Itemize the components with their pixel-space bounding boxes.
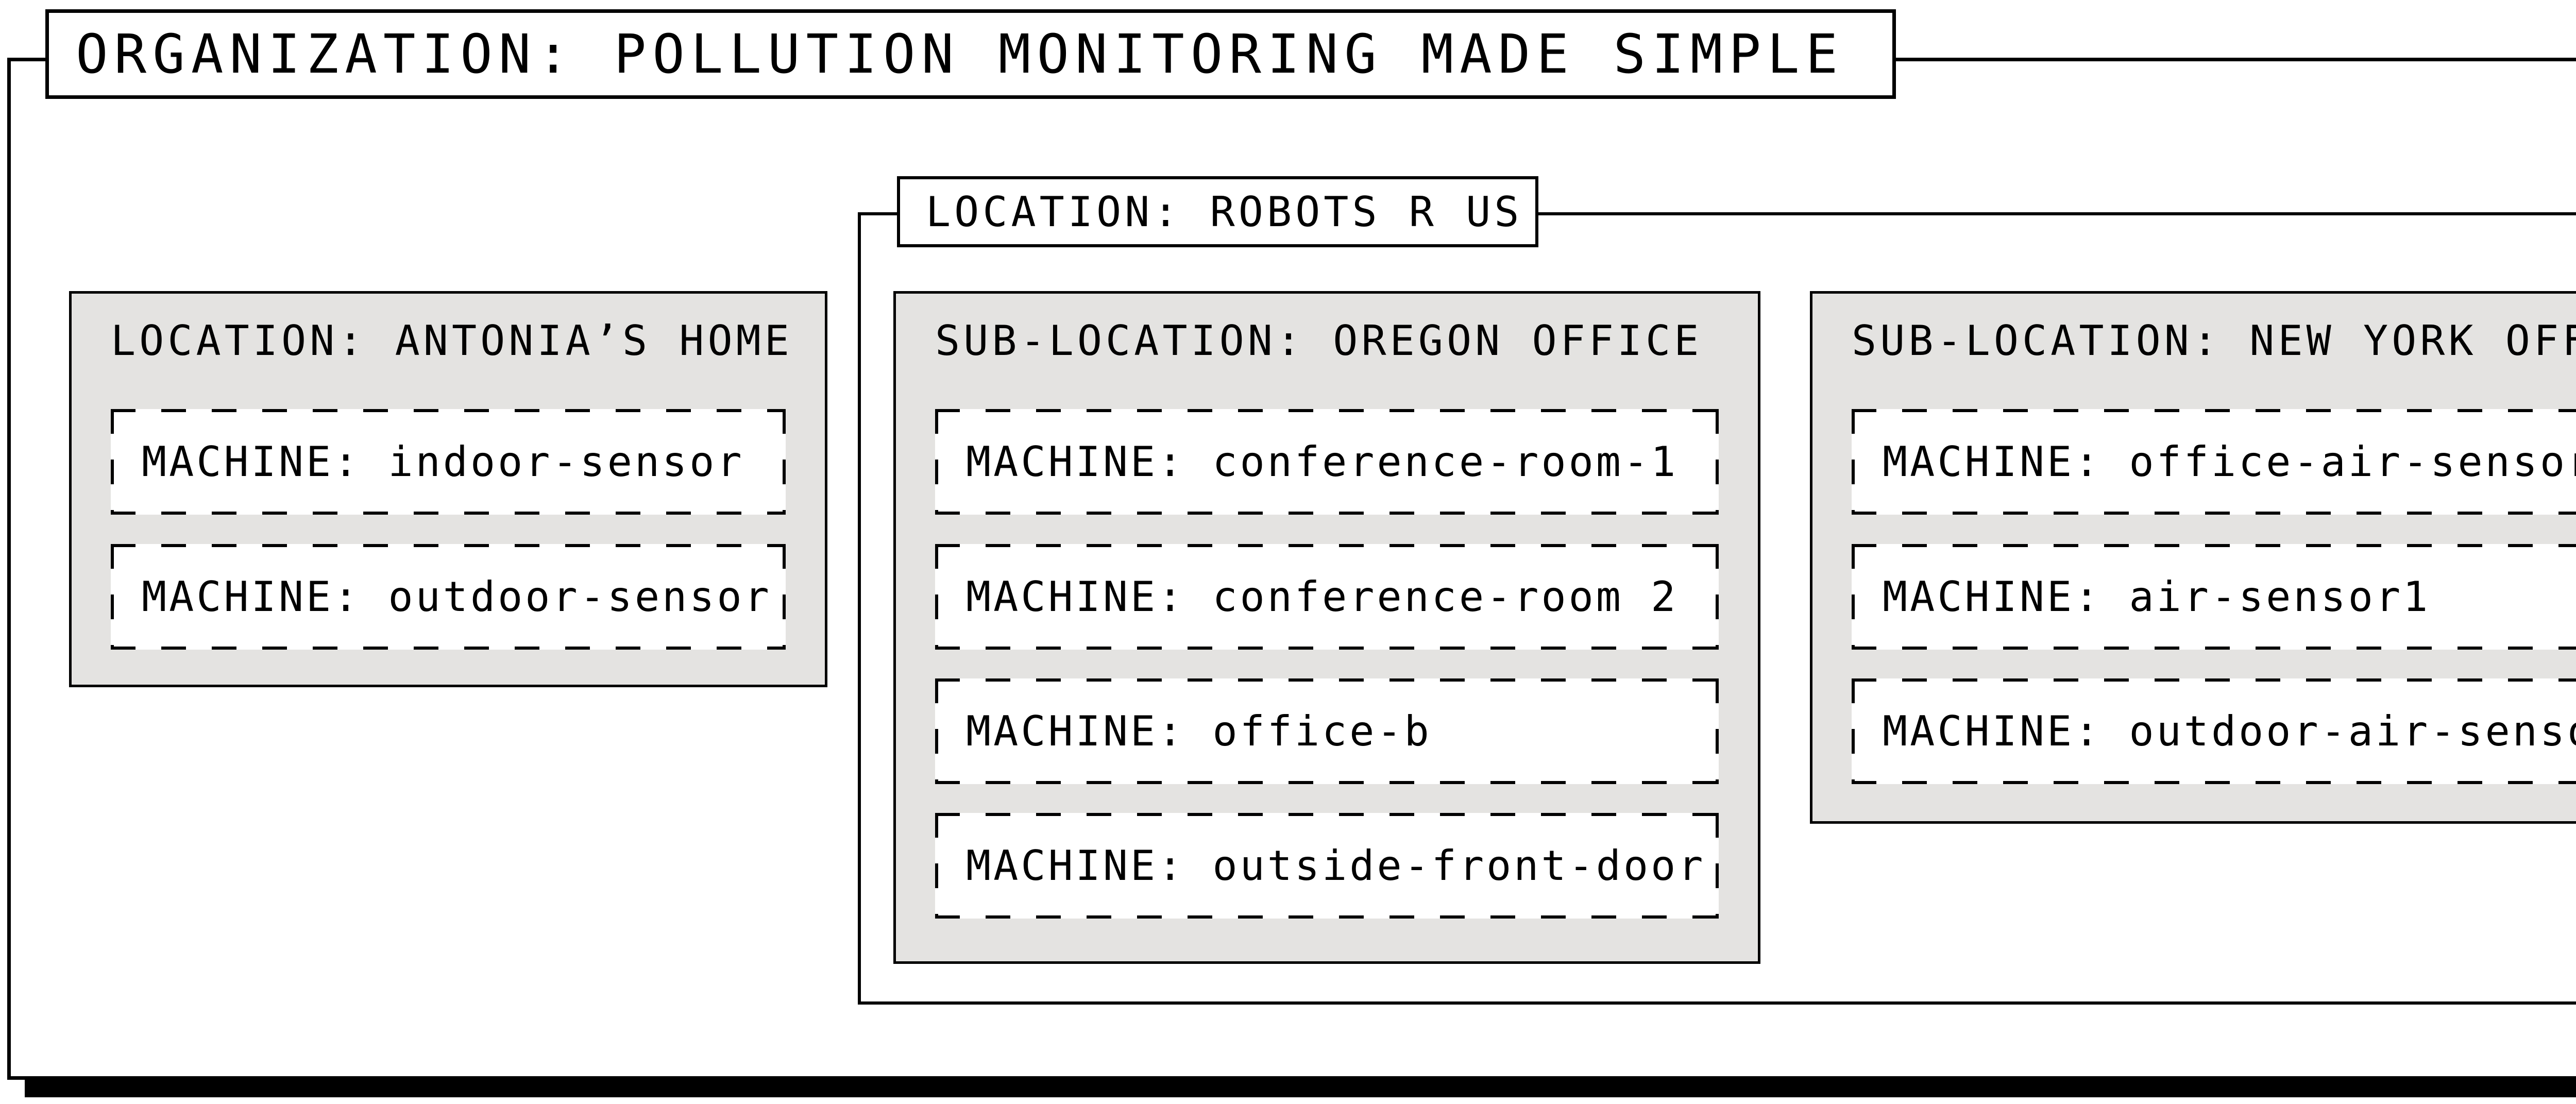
machine-label: MACHINE: indoor-sensor [142,438,744,486]
machine-box: MACHINE: conference-room 2 [935,544,1719,650]
organization-title-plate: ORGANIZATION: POLLUTION MONITORING MADE … [45,9,1896,99]
machine-box: MACHINE: outdoor-sensor [111,544,786,650]
location-title-plate: LOCATION: ROBOTS R US [897,176,1538,247]
machine-box: MACHINE: indoor-sensor [111,409,786,515]
sublocation-panel-oregon-office: SUB-LOCATION: OREGON OFFICE MACHINE: con… [893,291,1760,964]
location-container-robots-r-us: SUB-LOCATION: OREGON OFFICE MACHINE: con… [858,212,2576,1005]
machine-label: MACHINE: office-air-sensor [1883,438,2576,486]
machine-label: MACHINE: outdoor-air-sensor [1883,707,2576,755]
machine-box: MACHINE: office-air-sensor [1852,409,2576,515]
sublocation-panel-new-york-office: SUB-LOCATION: NEW YORK OFFICE MACHINE: o… [1810,291,2576,824]
machine-box: MACHINE: conference-room-1 [935,409,1719,515]
machine-label: MACHINE: outside-front-door [966,842,1706,890]
machine-box: MACHINE: outside-front-door [935,813,1719,919]
location-panel-antonias-home: LOCATION: ANTONIA’S HOME MACHINE: indoor… [69,291,827,687]
machine-label: MACHINE: air-sensor1 [1883,573,2431,621]
machine-box: MACHINE: office-b [935,678,1719,784]
sublocation-title: SUB-LOCATION: NEW YORK OFFICE [1852,317,2576,365]
machine-label: MACHINE: conference-room-1 [966,438,1679,486]
location-title: LOCATION: ANTONIA’S HOME [111,317,793,365]
sublocation-title: SUB-LOCATION: OREGON OFFICE [935,317,1703,365]
machine-box: MACHINE: air-sensor1 [1852,544,2576,650]
machine-label: MACHINE: office-b [966,707,1432,755]
machine-box: MACHINE: outdoor-air-sensor [1852,678,2576,784]
organization-title: ORGANIZATION: POLLUTION MONITORING MADE … [76,23,1844,86]
machine-label: MACHINE: conference-room 2 [966,573,1679,621]
machine-label: MACHINE: outdoor-sensor [142,573,772,621]
location-title: LOCATION: ROBOTS R US [926,188,1523,236]
